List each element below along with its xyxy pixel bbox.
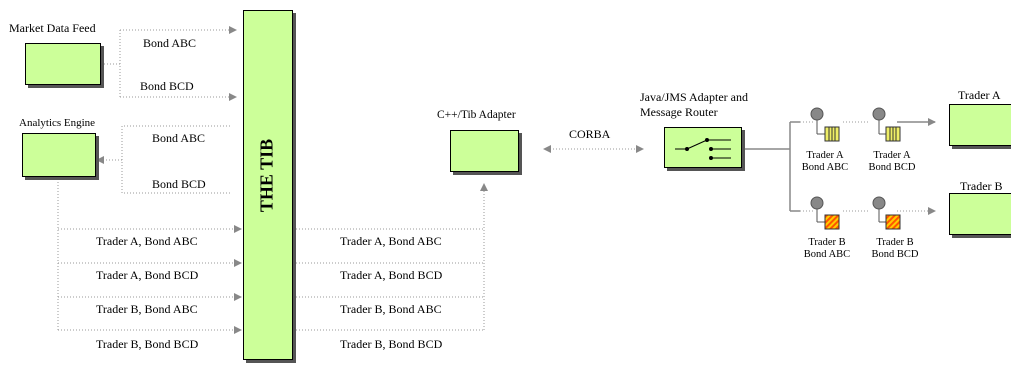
analytics-engine-label: Analytics Engine — [19, 117, 96, 129]
queue-tb-abc — [810, 196, 840, 230]
queue-ta-abc — [810, 107, 840, 142]
the-tib-label: THE TIB — [256, 138, 277, 213]
corba-label: CORBA — [569, 127, 611, 141]
right-topic-label-1: Trader A, Bond ABC — [340, 234, 442, 248]
market-data-feed-label: Market Data Feed — [9, 21, 96, 35]
queue-tb-bcd-line1: Trader B — [876, 237, 914, 248]
switch-icon — [675, 138, 731, 160]
queue-tb-abc-line2: Bond ABC — [803, 249, 851, 260]
right-topic-label-4: Trader B, Bond BCD — [340, 337, 443, 351]
queue-tb-abc-label: Trader B Bond ABC — [802, 237, 852, 261]
queue-ta-bcd-line2: Bond BCD — [868, 162, 916, 173]
ae-bond-abc-label: Bond ABC — [152, 131, 206, 145]
queue-tb-bcd — [872, 196, 901, 230]
queue-ta-bcd-line1: Trader A — [873, 150, 911, 161]
cpp-tib-adapter-box — [450, 130, 519, 172]
right-topic-label-2: Trader A, Bond BCD — [340, 268, 443, 282]
java-jms-adapter-label-2: Message Router — [640, 105, 718, 119]
queue-tb-bcd-label: Trader B Bond BCD — [870, 237, 920, 261]
queue-ta-abc-line1: Trader A — [806, 150, 844, 161]
cpp-tib-adapter-label: C++/Tib Adapter — [437, 109, 516, 121]
analytics-engine-box — [22, 133, 96, 177]
queue-ta-bcd-label: Trader A Bond BCD — [867, 150, 917, 174]
left-topic-label-2: Trader A, Bond BCD — [96, 268, 199, 282]
queue-tb-abc-line1: Trader B — [808, 237, 846, 248]
trader-b-label: Trader B — [960, 179, 1003, 193]
trader-a-label: Trader A — [958, 88, 1001, 102]
the-tib-box — [243, 10, 293, 360]
market-data-feed-box — [25, 43, 101, 85]
queue-tb-bcd-line2: Bond BCD — [871, 249, 919, 260]
right-topic-label-3: Trader B, Bond ABC — [340, 302, 442, 316]
left-topic-label-3: Trader B, Bond ABC — [96, 302, 198, 316]
left-topic-label-1: Trader A, Bond ABC — [96, 234, 198, 248]
trader-a-box — [949, 104, 1011, 146]
ae-bond-bcd-label: Bond BCD — [152, 177, 206, 191]
java-jms-adapter-label-1: Java/JMS Adapter and — [640, 90, 748, 104]
message-router-box — [664, 127, 742, 168]
queue-ta-bcd — [872, 107, 901, 142]
left-topic-label-4: Trader B, Bond BCD — [96, 337, 199, 351]
trader-b-box — [949, 193, 1011, 235]
queue-ta-abc-label: Trader A Bond ABC — [800, 150, 850, 174]
mdf-bond-abc-label: Bond ABC — [143, 36, 197, 50]
mdf-bond-bcd-label: Bond BCD — [140, 79, 194, 93]
queue-ta-abc-line2: Bond ABC — [801, 162, 849, 173]
